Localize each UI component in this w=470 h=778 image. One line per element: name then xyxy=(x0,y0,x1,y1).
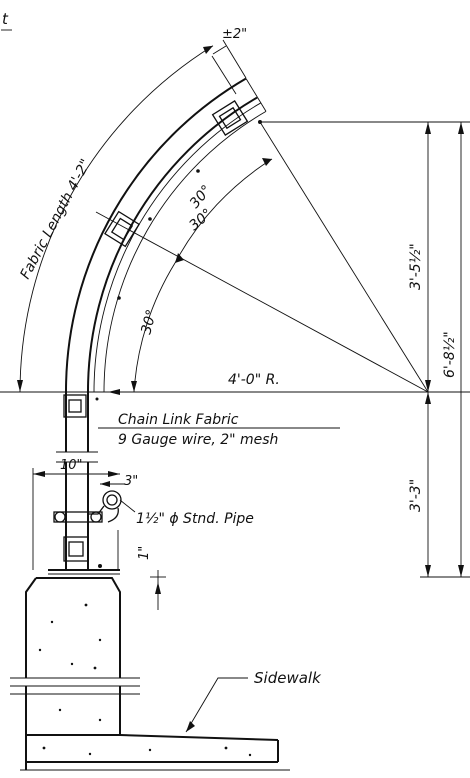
lower-clamp xyxy=(63,394,87,418)
height-1-label: 1" xyxy=(137,546,152,560)
width-3-label: 3" xyxy=(124,474,138,489)
dim-upper-label: 3'-5½" xyxy=(408,243,424,290)
curved-post xyxy=(64,77,267,393)
corner-mark: t xyxy=(2,10,9,28)
dim-total-label: 6'-8½" xyxy=(442,331,458,378)
middle-clamp xyxy=(104,210,140,248)
radius-label: 4'-0" R. xyxy=(228,372,280,388)
vertical-post xyxy=(56,392,98,570)
fabric-label-line1: Chain Link Fabric xyxy=(118,412,239,428)
fabric-length-arc xyxy=(17,45,214,393)
concrete-footing xyxy=(10,577,140,740)
standard-pipe xyxy=(88,490,122,523)
pipe-label: 1½" ϕ Stnd. Pipe xyxy=(136,511,254,527)
fabric-label-line2: 9 Gauge wire, 2" mesh xyxy=(118,432,278,448)
fabric-length-label: Fabric Length 4'-2" xyxy=(17,157,94,282)
angle-lower: 30° xyxy=(138,308,160,336)
width-10-label: 10" xyxy=(60,458,83,473)
post-base xyxy=(48,536,120,575)
offset-label: ±2" xyxy=(222,27,247,42)
clamp-bolt xyxy=(53,511,103,523)
vertical-dimensions xyxy=(262,121,470,578)
angle-upper-inner: 30° xyxy=(187,182,215,211)
upper-clamp xyxy=(211,100,249,136)
dim-lower-label: 3'-3" xyxy=(408,479,424,512)
sidewalk-label: Sidewalk xyxy=(254,669,322,687)
sidewalk-slab xyxy=(20,734,290,771)
